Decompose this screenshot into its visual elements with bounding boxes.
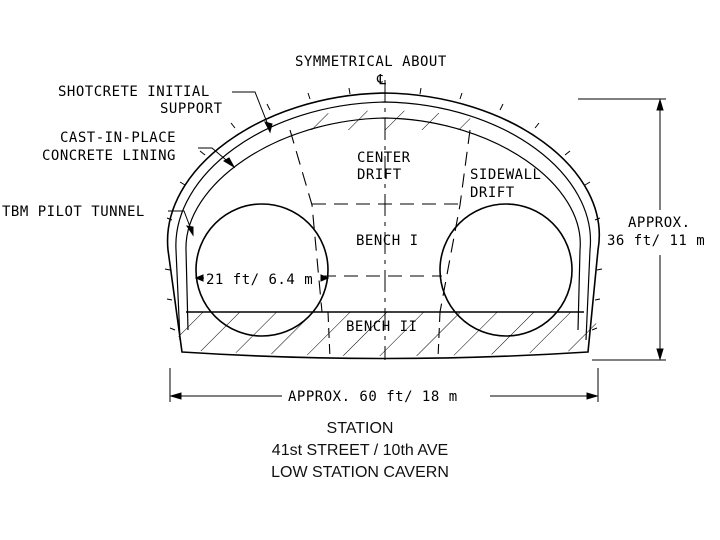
tbm-label: TBM PILOT TUNNEL	[2, 204, 145, 220]
center-drift-label-line1: CENTER	[357, 150, 411, 166]
center-drift-left-boundary	[289, 129, 323, 313]
width-label: APPROX. 60 ft/ 18 m	[288, 389, 458, 405]
bench-one-label: BENCH I	[356, 233, 419, 249]
rock-bolt-ticks	[164, 87, 603, 331]
center-drift-label-line2: DRIFT	[357, 167, 402, 183]
center-drift-right-boundary	[439, 129, 471, 313]
width-dimension	[169, 368, 599, 402]
tbm-pilot-tunnel-left	[195, 203, 329, 337]
shotcrete-label-line1: SHOTCRETE INITIAL	[58, 84, 210, 100]
tbm-diameter-dimension	[194, 274, 330, 282]
height-dimension	[578, 98, 666, 361]
height-label-line1: APPROX.	[628, 215, 691, 231]
bench-two-label: BENCH II	[346, 319, 417, 335]
leader-lines	[168, 91, 273, 237]
shotcrete-inner-line	[175, 101, 592, 341]
sidewall-drift-label-line1: SIDEWALL	[470, 167, 541, 183]
cip-label-line1: CAST-IN-PLACE	[60, 130, 176, 146]
bench-two-right-line	[437, 311, 441, 359]
centerline-symbol: ℄	[376, 72, 387, 88]
caption-station: STATION	[326, 420, 394, 437]
tbm-diameter-label: 21 ft/ 6.4 m	[206, 272, 313, 288]
sidewall-drift-label-line2: DRIFT	[470, 185, 515, 201]
bench-two-left-line	[327, 311, 331, 359]
cip-label-line2: CONCRETE LINING	[42, 148, 176, 164]
caption-street: 41st STREET / 10th AVE	[271, 442, 449, 459]
tbm-pilot-tunnel-right	[439, 203, 573, 337]
shotcrete-label-line2: SUPPORT	[160, 101, 223, 117]
caption-cavern: LOW STATION CAVERN	[271, 464, 449, 481]
excavation-outline	[166, 92, 601, 360]
height-label-line2: 36 ft/ 11 m	[607, 233, 705, 249]
symmetrical-label: SYMMETRICAL ABOUT	[295, 54, 447, 70]
